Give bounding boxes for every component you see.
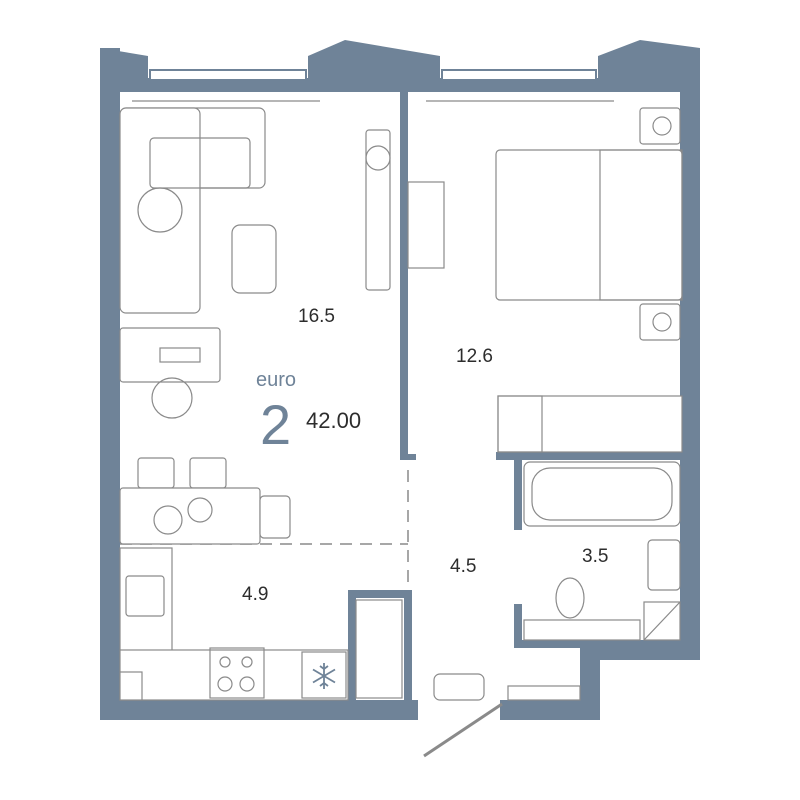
total-area: 42.00	[306, 408, 361, 433]
snowflake-icon	[312, 663, 336, 689]
bedroom-furniture	[407, 107, 683, 453]
room-count: 2	[260, 393, 291, 456]
windows	[149, 69, 597, 81]
outer-walls	[100, 40, 700, 720]
hall-furniture	[119, 671, 581, 758]
area-bathroom: 3.5	[582, 546, 608, 567]
interior-walls	[348, 92, 684, 702]
kitchen-furniture	[119, 547, 403, 701]
bathroom-furniture	[523, 461, 681, 641]
living-furniture	[119, 107, 391, 545]
area-kitchen: 4.9	[242, 584, 268, 605]
area-hall: 4.5	[450, 556, 476, 577]
area-living: 16.5	[298, 306, 335, 327]
euro-label: euro	[256, 369, 296, 391]
area-bedroom: 12.6	[456, 346, 493, 367]
